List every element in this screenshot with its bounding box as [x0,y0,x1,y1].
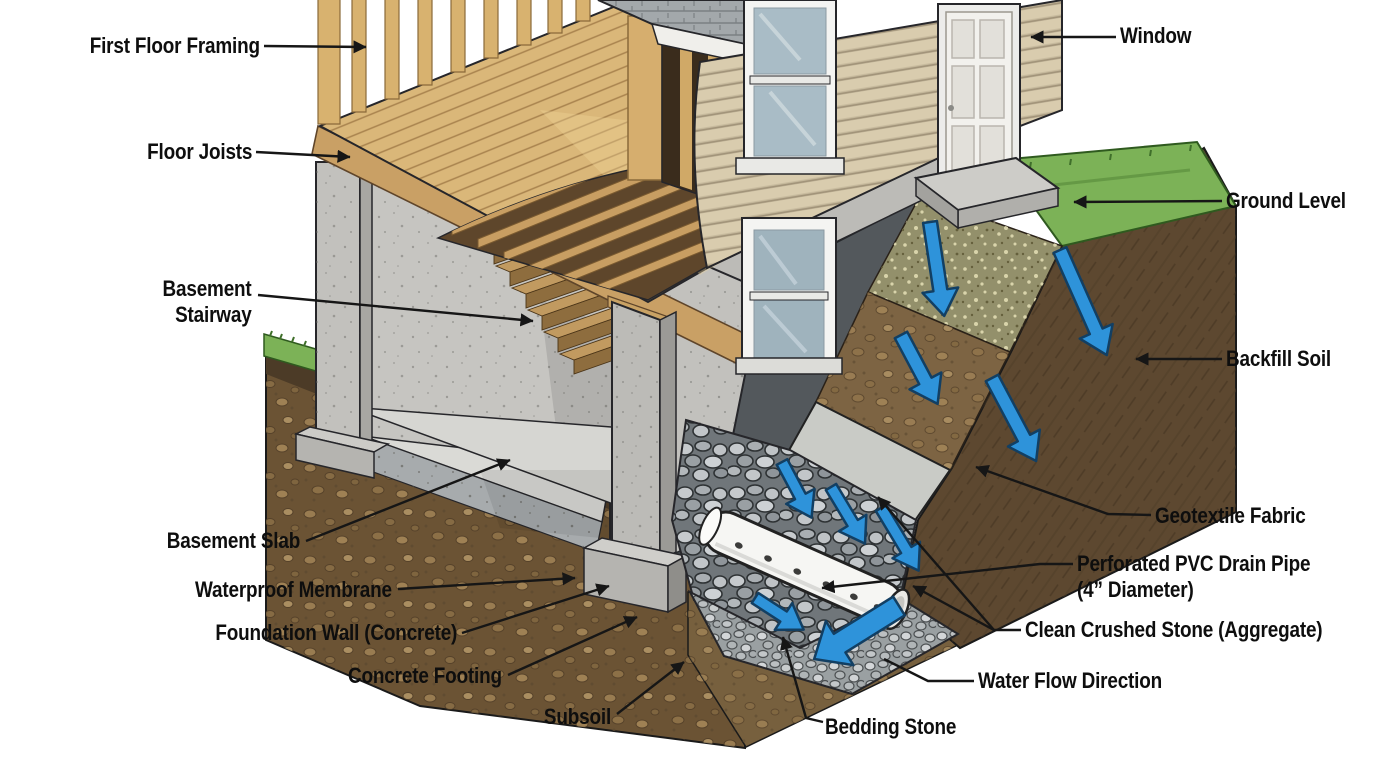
water-flow-arrows [750,219,1114,667]
leader-basement-stairway [257,293,534,327]
label-bedding-stone: Bedding Stone [825,714,957,739]
leader-foundation-wall [461,583,610,635]
label-water-flow-direction: Water Flow Direction [978,668,1163,693]
leader-geotextile-fabric [975,464,1152,517]
label-geotextile-fabric: Geotextile Fabric [1155,503,1306,528]
label-floor-joists: Floor Joists [146,139,252,164]
leader-bedding-stone [780,636,824,724]
upper-window [735,0,845,175]
leader-crushed-stone-b [877,496,995,631]
right-pilaster [611,300,677,562]
leader-waterproof-membrane [397,572,576,591]
label-backfill-soil: Backfill Soil [1226,346,1332,371]
stoop [913,156,1061,230]
label-window: Window [1120,23,1192,48]
basement-window [735,217,843,375]
label-concrete-footing: Concrete Footing [348,663,502,688]
left-pilaster [315,160,373,454]
leader-concrete-footing [507,615,638,677]
leader-basement-slab [305,458,511,543]
label-basement-slab: Basement Slab [166,528,301,553]
window-sill [735,157,845,175]
leader-ground-level [1073,195,1223,209]
left-footing [293,426,391,479]
label-foundation-wall: Foundation Wall (Concrete) [215,620,457,645]
door-knob [948,105,954,111]
label-first-floor-framing: First Floor Framing [89,33,260,58]
leader-floor-joists [255,149,351,163]
leader-water-flow [883,657,974,683]
leader-pvc-drain-pipe [821,562,1073,594]
label-pvc-drain-pipe: Perforated PVC Drain Pipe(4” Diameter) [1077,551,1311,602]
outlet-flow-arrow [812,595,907,667]
label-subsoil: Subsoil [543,704,611,729]
label-waterproof-membrane: Waterproof Membrane [195,577,392,602]
first-floor-framing-studs [317,0,591,125]
leader-first-floor-framing [263,40,367,54]
leader-subsoil [616,661,685,715]
entry-door [937,3,1021,195]
label-clean-crushed-stone: Clean Crushed Stone (Aggregate) [1025,617,1323,642]
label-ground-level: Ground Level [1226,188,1346,213]
leader-lines [255,30,1223,724]
